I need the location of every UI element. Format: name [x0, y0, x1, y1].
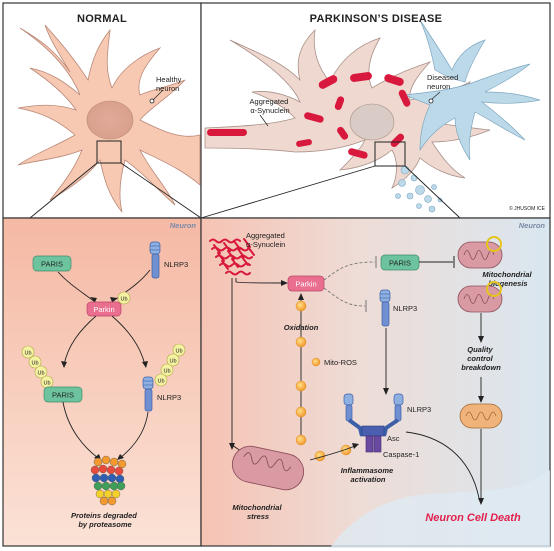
- arrowhead: [61, 361, 67, 368]
- zoom-line: [29, 162, 98, 219]
- proteins-degraded-label: Proteins degraded by proteasome: [71, 511, 139, 529]
- ub-chain-right: Ub Ub Ub Ub: [154, 343, 186, 387]
- svg-text:Ub: Ub: [37, 370, 44, 376]
- arrow-mito-inflammasome: [309, 445, 356, 461]
- zoom-line: [200, 165, 376, 219]
- arrowhead: [478, 336, 484, 343]
- arrow-nlrp3-proteasome: [119, 411, 149, 459]
- nlrp3-protein-right: [379, 289, 391, 327]
- nlrp3-protein-left: [149, 241, 161, 279]
- arrowhead: [383, 388, 389, 395]
- arrowhead: [142, 361, 148, 368]
- paris-box-left: PARIS: [32, 255, 72, 272]
- alpha-synuclein-aggregates: [296, 72, 411, 159]
- disintegration-blebs: [395, 165, 443, 213]
- mito-stress-label: Mitochondrial stress: [232, 503, 283, 521]
- arrowhead: [90, 297, 97, 302]
- proteasome-icon: [90, 455, 127, 506]
- svg-text:Ub: Ub: [43, 380, 50, 386]
- inflammasome-complex: [343, 393, 404, 453]
- dashed-parkin-nlrp3: [323, 287, 366, 307]
- arrowhead: [110, 297, 117, 302]
- svg-text:Ub: Ub: [24, 350, 31, 356]
- arrowhead: [298, 293, 304, 300]
- diseased-neuron-label: Diseased neuron: [427, 73, 460, 91]
- zoom-box-right: [374, 141, 406, 167]
- arrowhead: [229, 443, 235, 450]
- paris-box-right: PARIS: [380, 254, 420, 271]
- paris-box-left-ub: PARIS: [43, 386, 83, 403]
- arrowhead: [478, 396, 484, 403]
- nlrp3-label-inflammasome: NLRP3: [407, 405, 431, 414]
- mito-biogenesis-label: Mitochondrial biogenesis: [482, 270, 533, 288]
- arrowhead: [352, 443, 359, 449]
- mitochondrion-icon: [457, 285, 503, 313]
- arrow-parkin-nlrp3: [111, 315, 146, 366]
- svg-text:Ub: Ub: [157, 378, 164, 384]
- asc-label: Asc: [387, 434, 400, 443]
- stressed-mitochondrion-icon: [231, 445, 305, 491]
- neuron-corner-right: Neuron: [519, 221, 546, 230]
- ub-tag: Ub: [117, 291, 131, 305]
- ub-chain-left: Ub Ub Ub Ub: [21, 345, 54, 389]
- damaged-mitochondrion-icon: [459, 403, 503, 429]
- cell-outline-decor: [330, 470, 550, 548]
- svg-text:PARIS: PARIS: [52, 391, 74, 400]
- mito-ros-label: Mito-ROS: [324, 358, 357, 367]
- ros-particles: [295, 300, 352, 462]
- arrowhead: [281, 280, 288, 286]
- oxidation-label: Oxidation: [284, 323, 319, 332]
- signature: © JHUSOM ICE: [509, 205, 546, 212]
- aggregated-asyn-label: Aggregated α-Synuclein: [246, 231, 287, 249]
- axon-aggregate: [207, 129, 247, 136]
- svg-text:Ub: Ub: [163, 368, 170, 374]
- svg-text:PARIS: PARIS: [389, 259, 411, 268]
- mito-ring-icon: [486, 236, 502, 252]
- zoom-line: [404, 165, 461, 219]
- neuron-corner-left: Neuron: [170, 221, 197, 230]
- healthy-soma: [86, 100, 134, 140]
- nlrp3-label-right: NLRP3: [393, 304, 417, 313]
- svg-text:Ub: Ub: [31, 360, 38, 366]
- arrow-paris-proteasome: [62, 401, 99, 459]
- quality-control-label: Quality control breakdown: [461, 345, 501, 372]
- zoom-box-left: [96, 140, 122, 164]
- diseased-soma: [349, 103, 395, 141]
- arrow-asyn-parkin: [235, 278, 284, 284]
- pd-title: PARKINSON’S DISEASE: [310, 13, 443, 25]
- svg-text:Ub: Ub: [175, 348, 182, 354]
- healthy-neuron-label: Healthy neuron: [156, 75, 184, 93]
- normal-title: NORMAL: [77, 13, 127, 25]
- svg-text:Ub: Ub: [169, 358, 176, 364]
- arrowhead: [117, 454, 124, 460]
- svg-text:PARIS: PARIS: [41, 260, 63, 269]
- parkin-box-right: Parkin: [287, 275, 325, 292]
- aggregated-pointer: [259, 114, 269, 127]
- nlrp3-label-left-ub: NLRP3: [157, 393, 181, 402]
- top-aggregated-label: Aggregated α-Synuclein: [250, 97, 291, 115]
- arrow-nlrp3-parkin: [111, 269, 151, 303]
- arrow-inflammasome-death: [405, 431, 480, 499]
- svg-text:Parkin: Parkin: [93, 305, 114, 314]
- diseased-pointer-dot: [428, 98, 434, 104]
- svg-text:Parkin: Parkin: [295, 280, 316, 289]
- arrow-parkin-paris: [63, 315, 97, 366]
- nlrp3-protein-left-ub: [142, 376, 154, 412]
- inflammasome-label: Inflammasome activation: [341, 466, 396, 484]
- diseased-pointer: [431, 91, 441, 100]
- diseased-neuron-illustration: [204, 19, 541, 190]
- mitochondrion-icon: [457, 241, 503, 269]
- nlrp3-label-left: NLRP3: [164, 260, 188, 269]
- svg-text:Ub: Ub: [120, 296, 127, 302]
- mito-ring-icon: [486, 281, 502, 297]
- parkin-box-left: Parkin: [86, 301, 122, 317]
- healthy-pointer: [152, 89, 164, 101]
- alpha-synuclein-fibrils: [209, 238, 255, 276]
- arrowhead: [478, 498, 484, 505]
- neuron-cell-death-label: Neuron Cell Death: [425, 512, 521, 524]
- zoom-line: [120, 162, 202, 219]
- caspase-label: Caspase-1: [383, 450, 419, 459]
- arrow-paris-parkin: [57, 271, 96, 303]
